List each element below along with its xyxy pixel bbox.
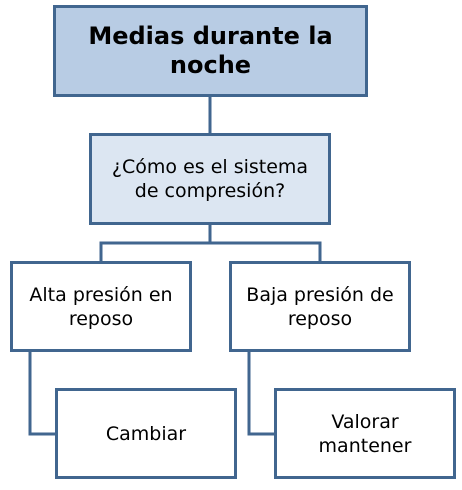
node-question-label: ¿Cómo es el sistema de compresión? <box>111 156 309 202</box>
connector-question-branches <box>99 225 212 261</box>
connector-question-low <box>210 241 322 261</box>
connector-low-assess <box>247 352 274 436</box>
node-high-pressure: Alta presión en reposo <box>10 261 192 352</box>
node-medias-durante-la-noche: Medias durante la noche <box>53 5 368 97</box>
node-compression-question: ¿Cómo es el sistema de compresión? <box>89 133 331 225</box>
node-change: Cambiar <box>55 388 237 479</box>
node-low-pressure-label: Baja presión de reposo <box>246 283 394 330</box>
node-high-pressure-label: Alta presión en reposo <box>29 283 173 330</box>
connector-high-change <box>28 352 55 436</box>
node-low-pressure: Baja presión de reposo <box>229 261 411 352</box>
node-root-label: Medias durante la noche <box>88 22 333 79</box>
node-assess-label: Valorar mantener <box>318 410 412 457</box>
node-assess-keep: Valorar mantener <box>274 388 456 479</box>
node-change-label: Cambiar <box>105 422 187 445</box>
